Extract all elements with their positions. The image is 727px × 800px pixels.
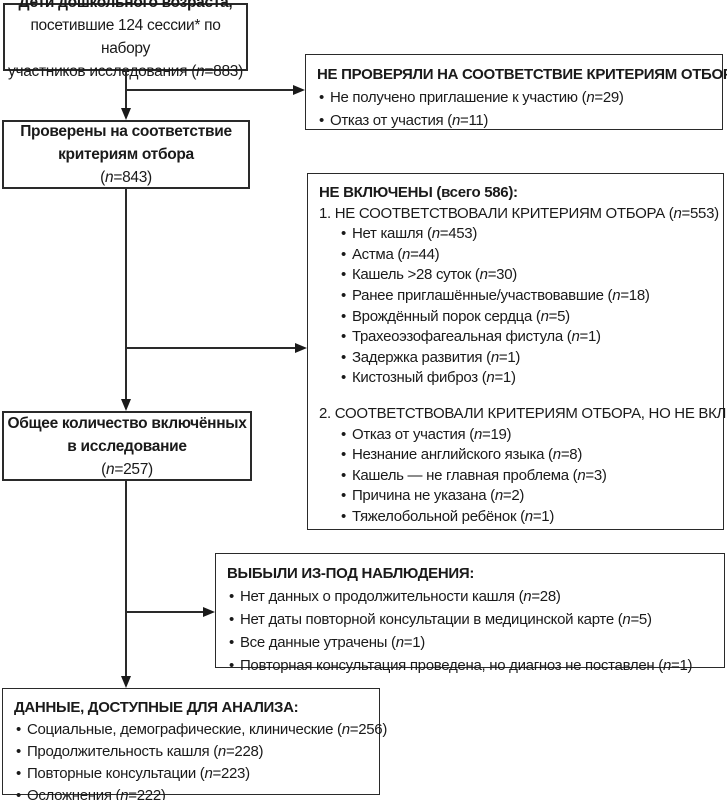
list-item: •Тяжелобольной ребёнок (n=1) bbox=[339, 507, 712, 528]
list-item: •Врождённый порок сердца (n=5) bbox=[339, 307, 712, 328]
bullet-icon: • bbox=[341, 266, 346, 284]
box-included-line: (n=257) bbox=[101, 460, 153, 478]
bullet-icon: • bbox=[229, 657, 234, 674]
box-not-included: НЕ ВКЛЮЧЕНЫ (всего 586): 1. НЕ СООТВЕТСТ… bbox=[307, 173, 727, 530]
bullet-icon: • bbox=[341, 328, 346, 346]
list-item: •Все данные утрачены (n=1) bbox=[227, 631, 713, 654]
box-not-screened-title: НЕ ПРОВЕРЯЛИ НА СООТВЕТСТВИЕ КРИТЕРИЯМ О… bbox=[317, 66, 727, 83]
bullet-icon: • bbox=[341, 348, 346, 366]
bullet-icon: • bbox=[229, 588, 234, 605]
list-item: •Отказ от участия (n=19) bbox=[339, 425, 712, 446]
box-data-available: ДАННЫЕ, ДОСТУПНЫЕ ДЛЯ АНАЛИЗА: •Социальн… bbox=[2, 688, 387, 800]
box-recruited: Дети дошкольного возраста, посетившие 12… bbox=[3, 0, 248, 80]
bullet-icon: • bbox=[16, 787, 21, 800]
list-item: •Нет даты повторной консультации в медиц… bbox=[227, 608, 713, 631]
list-item: •Нет кашля (n=453) bbox=[339, 224, 712, 245]
box-screened: Проверены на соответствие критериям отбо… bbox=[2, 120, 250, 189]
list-item: •Кашель >28 суток (n=30) bbox=[339, 265, 712, 286]
arrowhead-down-included bbox=[120, 399, 131, 411]
bullet-icon: • bbox=[341, 307, 346, 325]
box-screened-line: (n=843) bbox=[100, 169, 152, 186]
connector-included-to-analysis bbox=[125, 481, 127, 677]
list-item: •Кистозный фиброз (n=1) bbox=[339, 368, 712, 389]
bullet-icon: • bbox=[341, 487, 346, 505]
list-item: •Кашель — не главная проблема (n=3) bbox=[339, 466, 712, 487]
list-item: •Продолжительность кашля (n=228) bbox=[14, 741, 368, 763]
list-item: •Причина не указана (n=2) bbox=[339, 486, 712, 507]
box-lost-to-follow-up: ВЫБЫЛИ ИЗ-ПОД НАБЛЮДЕНИЯ: •Нет данных о … bbox=[215, 553, 725, 674]
box-lost-title: ВЫБЫЛИ ИЗ-ПОД НАБЛЮДЕНИЯ: bbox=[227, 565, 475, 582]
not-included-section1-heading: 1. НЕ СООТВЕТСТВОВАЛИ КРИТЕРИЯМ ОТБОРА (… bbox=[319, 204, 719, 222]
arrowhead-right-not-screened bbox=[293, 84, 305, 95]
list-item: •Осложнения (n=222) bbox=[14, 785, 368, 800]
bullet-icon: • bbox=[16, 765, 21, 782]
box-included-line: Общее количество включённых bbox=[7, 414, 247, 432]
arrowhead-down-analysis bbox=[120, 676, 131, 688]
arrowhead-right-not-included bbox=[295, 342, 307, 353]
connector-branch-not-screened bbox=[125, 89, 294, 91]
box-recruited-line: посетившие 124 сессии* по набору bbox=[30, 17, 221, 57]
list-item: •Нет данных о продолжительности кашля (n… bbox=[227, 585, 713, 608]
box-not-included-title: НЕ ВКЛЮЧЕНЫ (всего 586): bbox=[319, 184, 518, 201]
bullet-icon: • bbox=[341, 245, 346, 263]
arrowhead-down-screened bbox=[120, 108, 131, 120]
bullet-icon: • bbox=[341, 286, 346, 304]
box-not-screened-list: •Не получено приглашение к участию (n=29… bbox=[317, 86, 711, 132]
box-lost-list: •Нет данных о продолжительности кашля (n… bbox=[227, 585, 713, 677]
list-item: •Повторная консультация проведена, но ди… bbox=[227, 654, 713, 677]
box-data-available-list: •Социальные, демографические, клинически… bbox=[14, 719, 387, 800]
bullet-icon: • bbox=[16, 721, 21, 738]
bullet-icon: • bbox=[229, 611, 234, 628]
box-included-line: в исследование bbox=[67, 437, 187, 455]
connector-branch-lost bbox=[125, 611, 204, 613]
bullet-icon: • bbox=[341, 507, 346, 525]
list-item: •Трахеоэзофагеальная фистула (n=1) bbox=[339, 327, 712, 348]
box-recruited-line: Дети дошкольного возраста, bbox=[18, 0, 233, 11]
list-item: •Социальные, демографические, клинически… bbox=[14, 719, 387, 741]
box-screened-line: Проверены на соответствие bbox=[20, 123, 232, 140]
not-included-section2-list: •Отказ от участия (n=19)•Незнание англий… bbox=[319, 425, 712, 528]
connector-screened-to-included bbox=[125, 189, 127, 400]
box-screened-line: критериям отбора bbox=[58, 146, 194, 163]
connector-branch-not-included bbox=[125, 347, 296, 349]
bullet-icon: • bbox=[341, 466, 346, 484]
bullet-icon: • bbox=[319, 89, 324, 106]
bullet-icon: • bbox=[341, 425, 346, 443]
bullet-icon: • bbox=[341, 225, 346, 243]
list-item: •Повторные консультации (n=223) bbox=[14, 763, 368, 785]
list-item: •Не получено приглашение к участию (n=29… bbox=[317, 86, 711, 109]
bullet-icon: • bbox=[229, 634, 234, 651]
list-item: •Незнание английского языка (n=8) bbox=[339, 445, 712, 466]
bullet-icon: • bbox=[341, 369, 346, 387]
list-item: •Задержка развития (n=1) bbox=[339, 348, 712, 369]
not-included-section2-heading: 2. СООТВЕТСТВОВАЛИ КРИТЕРИЯМ ОТБОРА, НО … bbox=[319, 404, 727, 422]
box-not-screened: НЕ ПРОВЕРЯЛИ НА СООТВЕТСТВИЕ КРИТЕРИЯМ О… bbox=[305, 54, 727, 132]
list-item: •Ранее приглашённые/участвовавшие (n=18) bbox=[339, 286, 712, 307]
box-data-available-title: ДАННЫЕ, ДОСТУПНЫЕ ДЛЯ АНАЛИЗА: bbox=[14, 699, 299, 716]
list-item: •Астма (n=44) bbox=[339, 245, 712, 266]
arrowhead-right-lost bbox=[203, 606, 215, 617]
bullet-icon: • bbox=[341, 446, 346, 464]
list-item: •Отказ от участия (n=11) bbox=[317, 109, 711, 132]
box-included: Общее количество включённых в исследован… bbox=[2, 411, 252, 481]
section-gap bbox=[319, 389, 712, 404]
not-included-section1-list: •Нет кашля (n=453)•Астма (n=44)•Кашель >… bbox=[319, 224, 712, 389]
bullet-icon: • bbox=[16, 743, 21, 760]
bullet-icon: • bbox=[319, 112, 324, 129]
box-recruited-line: участников исследования (n=883) bbox=[8, 63, 243, 80]
